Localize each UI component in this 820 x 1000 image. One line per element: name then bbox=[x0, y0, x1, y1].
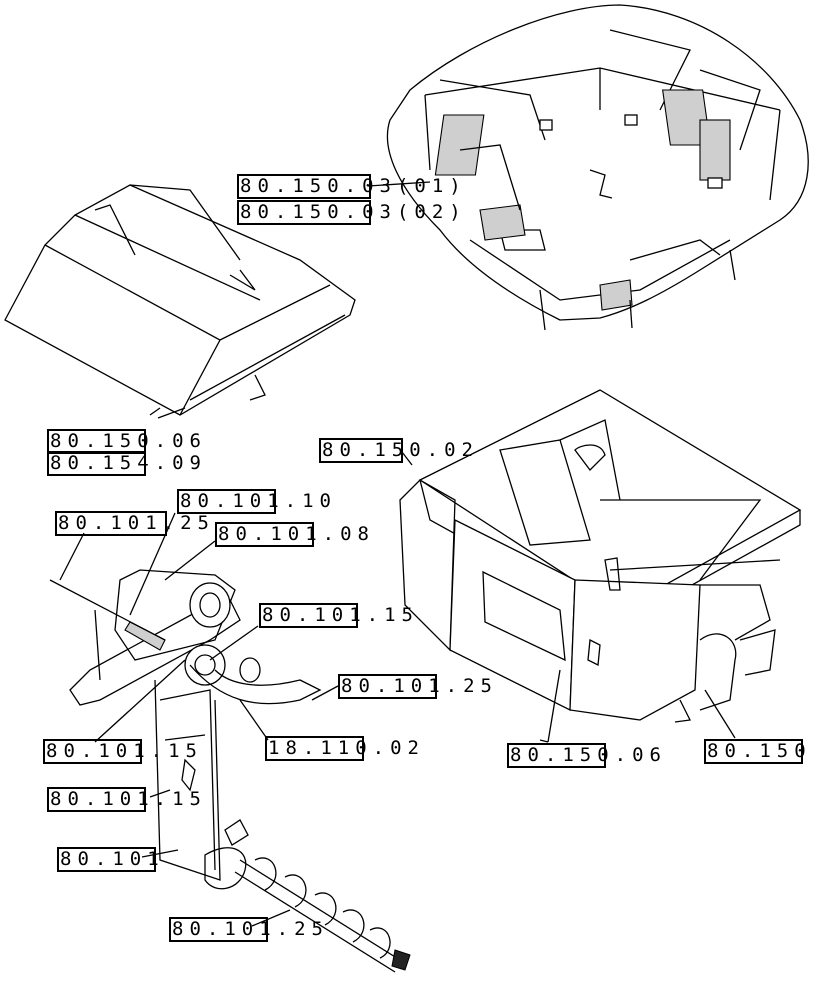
callout-auger-10: 80.101.10 bbox=[177, 489, 337, 514]
callout-auger-08: 80.101.08 bbox=[215, 522, 375, 547]
auger-assembly bbox=[49, 569, 411, 973]
callout-auger-15-left: 80.101.15 bbox=[43, 739, 203, 764]
callout-auger-15-mid: 80.101.15 bbox=[47, 787, 207, 812]
hopper-frame-assembly bbox=[367, 4, 809, 331]
callout-auger-25-belt: 80.101.25 bbox=[338, 674, 498, 699]
callout-tarp-2: 80.154.09 bbox=[47, 451, 207, 476]
tarp-cover-assembly bbox=[4, 184, 356, 416]
callout-auger-25-bottom: 80.101.25 bbox=[169, 917, 329, 942]
callout-auger-lower: 80.101 bbox=[57, 847, 165, 872]
callout-hopper-frame-1: 80.150.03(01) bbox=[237, 174, 467, 199]
callout-hopper-panel: 80.150.06 bbox=[507, 743, 667, 768]
leader-lines bbox=[59, 407, 736, 927]
callout-tarp-1: 80.150.06 bbox=[47, 429, 207, 454]
callout-auger-25-top: 80.101.25 bbox=[55, 511, 215, 536]
callout-hopper-right: 80.150 bbox=[704, 739, 812, 764]
callout-hopper-body: 80.150.02 bbox=[319, 438, 479, 463]
callout-drive-belt: 18.110.02 bbox=[265, 736, 425, 761]
callout-auger-15-top: 80.101.15 bbox=[259, 603, 419, 628]
callout-hopper-frame-2: 80.150.03(02) bbox=[237, 200, 467, 225]
hopper-body-assembly bbox=[399, 389, 802, 723]
